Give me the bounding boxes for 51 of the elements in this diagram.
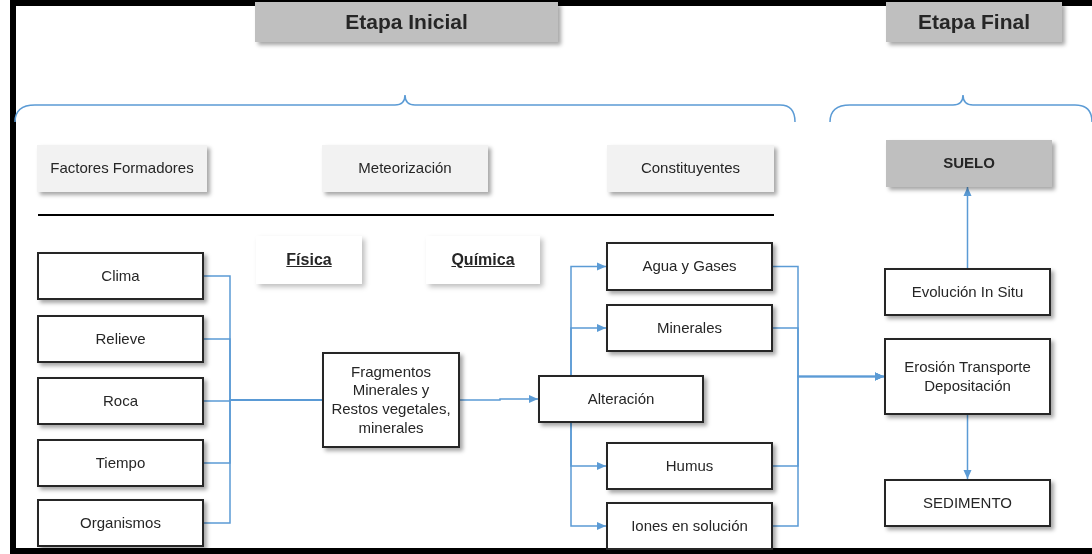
box-label: Etapa Final (918, 8, 1030, 35)
process-box (37, 252, 204, 300)
connector-arrow (772, 372, 885, 527)
subcategory-box (426, 236, 540, 284)
box-label: Meteorización (358, 159, 452, 178)
result-box (886, 140, 1052, 187)
process-box (884, 479, 1051, 527)
box-label: Evolución In Situ (911, 282, 1024, 302)
box-label: Constituyentes (640, 159, 741, 178)
connector-arrow (963, 414, 972, 480)
box-label: Relieve (95, 329, 146, 349)
box-label: Fragmentos Minerales y Restos vegetales, minerales (330, 362, 452, 438)
connector-arrow (963, 186, 972, 269)
box-label: SUELO (943, 154, 995, 173)
connector-arrow (459, 395, 539, 403)
box-label: Física (286, 250, 332, 270)
category-box (322, 145, 488, 192)
category-box (37, 145, 207, 192)
box-label: Humus (665, 456, 714, 476)
process-box (884, 268, 1051, 316)
subcategory-box (256, 236, 362, 284)
process-box (322, 352, 460, 448)
category-box (607, 145, 774, 192)
box-label: Etapa Inicial (345, 8, 468, 35)
process-box (37, 499, 204, 547)
box-label: Organismos (80, 513, 161, 533)
box-label: Iones en solución (631, 516, 748, 536)
stage-header (255, 2, 558, 42)
process-box (37, 315, 204, 363)
box-label: Química (451, 250, 515, 270)
connector-arrow (570, 324, 607, 376)
process-box (37, 439, 204, 487)
process-box (884, 338, 1051, 415)
process-box (606, 502, 773, 550)
stage-header (886, 2, 1062, 42)
box-label: Roca (103, 391, 138, 411)
connector-arrow (570, 422, 607, 530)
box-label: Factores Formadores (50, 159, 194, 178)
box-label: Clima (101, 266, 140, 286)
box-label: Agua y Gases (642, 257, 737, 276)
box-label: Minerales (657, 318, 722, 338)
connector-line (203, 399, 323, 524)
process-box (606, 442, 773, 490)
box-label: Erosión Transporte Depositación (903, 357, 1032, 396)
process-box (606, 304, 773, 352)
box-label: Alteración (587, 389, 655, 409)
box-label: SEDIMENTO (923, 493, 1012, 513)
process-box (606, 242, 773, 291)
process-box (37, 377, 204, 425)
box-label: Tiempo (95, 453, 146, 473)
process-box (538, 375, 704, 423)
